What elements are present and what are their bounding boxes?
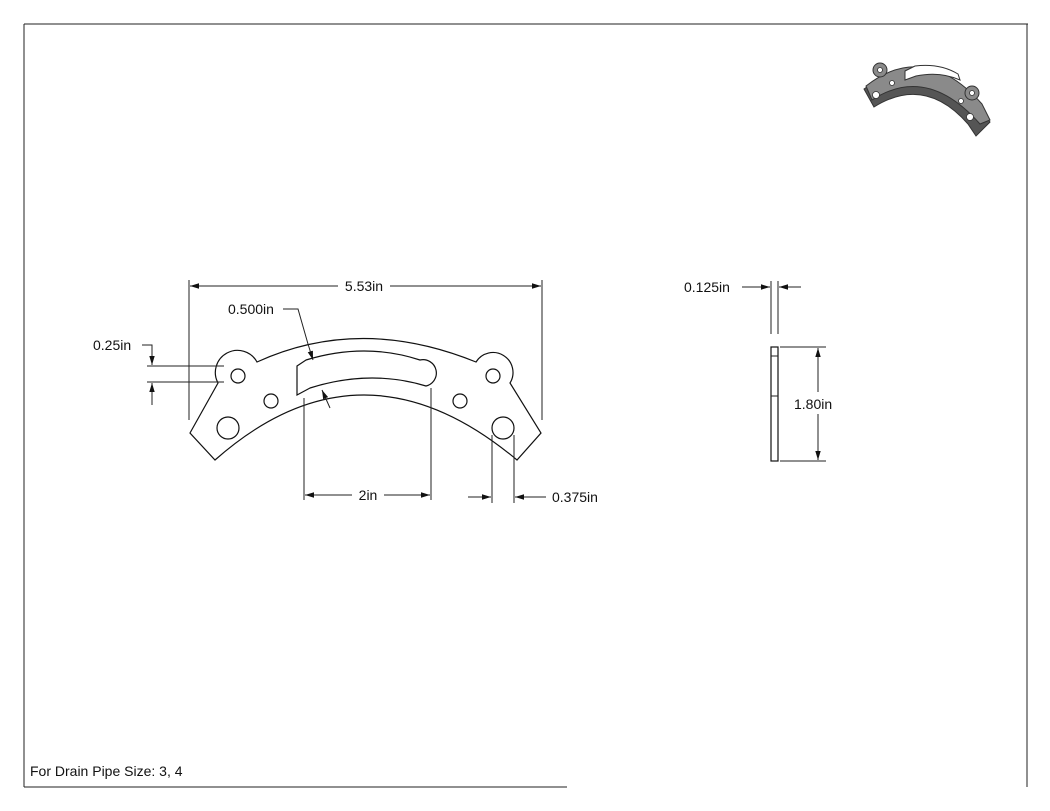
dim-hole-diameter-label: 0.375in [552, 489, 598, 505]
dim-height-label: 1.80in [794, 396, 832, 412]
front-view-bracket [189, 337, 542, 461]
side-view [770, 346, 779, 462]
dim-thickness [742, 281, 801, 334]
dim-overall-width [188, 280, 543, 420]
dim-thickness-label: 0.125in [684, 279, 730, 295]
dim-slot-width [283, 308, 331, 409]
dim-slot-width-label: 0.500in [228, 301, 274, 317]
sheet-border [23, 23, 1028, 788]
dim-overall-width-label: 5.53in [345, 278, 383, 294]
drawing-note: For Drain Pipe Size: 3, 4 [30, 763, 183, 779]
dim-edge-offset [142, 344, 224, 405]
dim-hole-diameter [468, 435, 546, 503]
dim-slot-length [303, 388, 432, 500]
dim-slot-length-label: 2in [359, 487, 378, 503]
dim-edge-offset-label: 0.25in [93, 337, 131, 353]
isometric-view [863, 62, 991, 137]
dim-height [780, 346, 826, 462]
